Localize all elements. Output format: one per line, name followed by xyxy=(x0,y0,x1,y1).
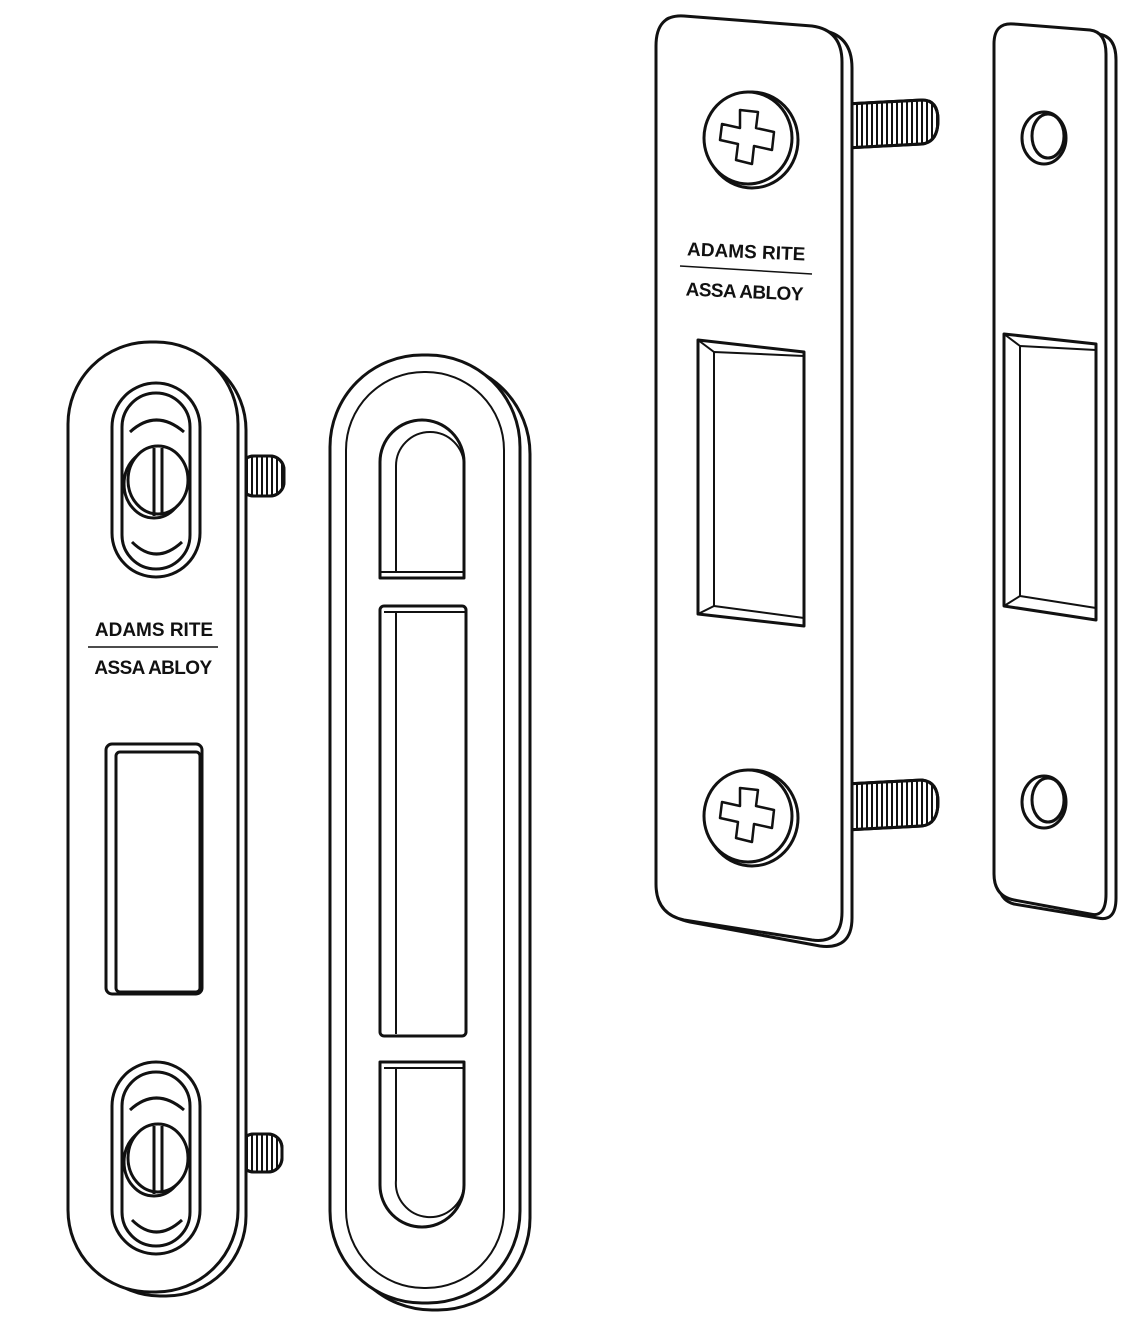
filler-hole-top xyxy=(1020,110,1068,166)
brand-adams-rite: ADAMS RITE xyxy=(95,620,213,641)
slotted-screw-bottom xyxy=(110,1060,202,1256)
slotted-screw-top xyxy=(110,381,202,579)
square-latch-opening xyxy=(696,338,806,628)
latch-opening xyxy=(104,742,204,996)
filler-slot-top xyxy=(378,418,466,580)
brand-divider-2 xyxy=(679,265,813,275)
threaded-stud-upper xyxy=(844,98,940,150)
rounded-strike-plate xyxy=(66,340,286,1298)
brand-assa-abloy: ASSA ABLOY xyxy=(94,658,212,679)
filler-hole-bottom xyxy=(1020,774,1068,830)
filler-slot-bottom xyxy=(378,1060,466,1229)
threaded-stud-lower xyxy=(844,778,940,832)
brand-adams-rite-2: ADAMS RITE xyxy=(687,239,806,265)
filler-latch-opening xyxy=(1002,332,1098,622)
square-filler-plate xyxy=(992,22,1118,921)
rounded-filler-plate xyxy=(328,353,532,1312)
filler-slot-middle xyxy=(378,604,468,1038)
phillips-screw-top xyxy=(702,90,800,190)
phillips-screw-bottom xyxy=(702,768,800,868)
brand-assa-abloy-2: ASSA ABLOY xyxy=(685,279,804,305)
square-strike-plate xyxy=(654,14,940,948)
